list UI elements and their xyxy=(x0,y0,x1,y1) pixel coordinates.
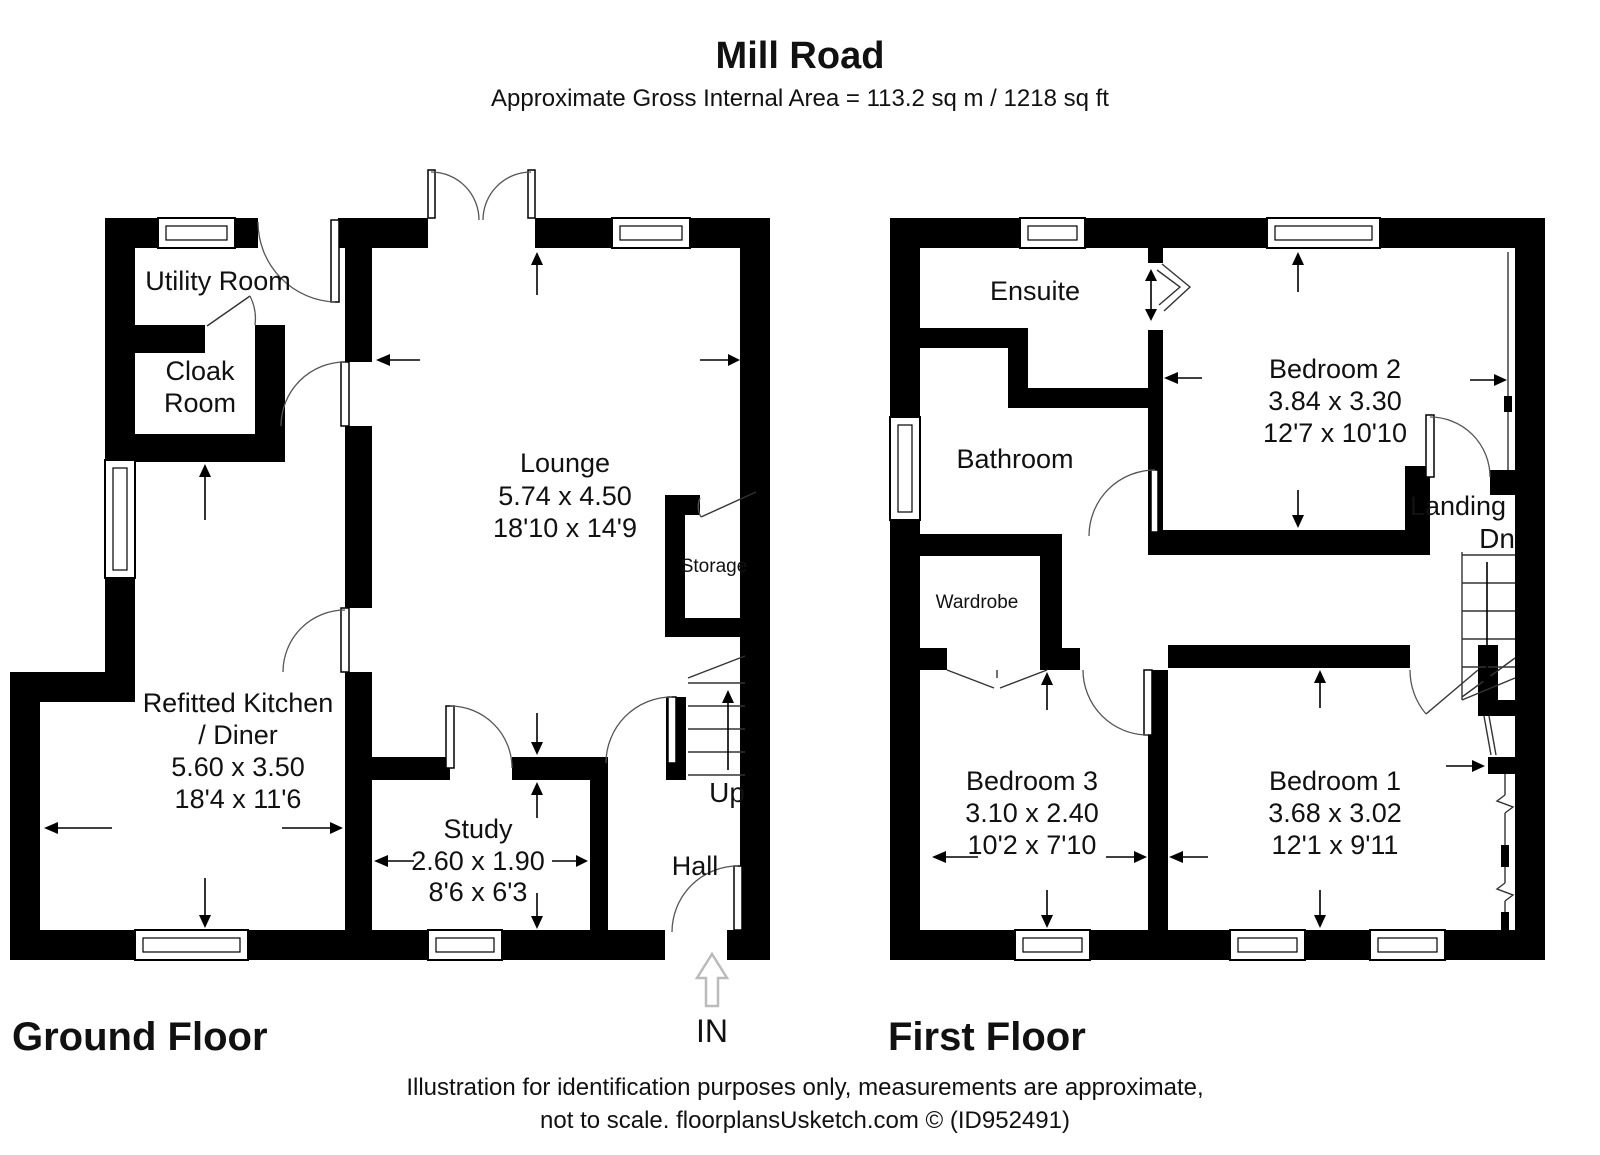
ground-floor-doors xyxy=(206,169,757,933)
door-bedroom3 xyxy=(1082,669,1153,736)
door-storage xyxy=(697,491,757,518)
room-size-bedroom1-metric: 3.68 x 3.02 xyxy=(1268,798,1402,828)
stairs-down xyxy=(1461,552,1516,701)
ground-floor-windows xyxy=(104,217,691,961)
room-size-bedroom1-imperial: 12'1 x 9'11 xyxy=(1272,830,1399,860)
room-label-kitchen-line1: Refitted Kitchen xyxy=(143,688,334,718)
door-study xyxy=(445,705,513,769)
page-title: Mill Road xyxy=(716,35,885,77)
room-label-bedroom2: Bedroom 2 xyxy=(1269,354,1401,384)
room-label-bathroom: Bathroom xyxy=(956,444,1073,474)
window xyxy=(157,217,236,249)
eaves-lines xyxy=(1483,252,1515,930)
first-floor-plan: Ensuite Bathroom Bedroom 2 3.84 x 3.30 1… xyxy=(888,217,1545,1059)
door-wardrobe-double xyxy=(946,669,1048,689)
room-label-ensuite: Ensuite xyxy=(990,276,1080,306)
room-size-kitchen-imperial: 18'4 x 11'6 xyxy=(175,784,302,814)
window xyxy=(1369,929,1446,961)
ground-floor-walls xyxy=(10,218,770,960)
stairs-up xyxy=(687,655,746,776)
room-label-wardrobe: Wardrobe xyxy=(936,592,1019,613)
door-french-double xyxy=(427,169,536,221)
footer-line1: Illustration for identification purposes… xyxy=(406,1074,1203,1101)
room-size-study-imperial: 8'6 x 6'3 xyxy=(429,877,528,907)
door-kitchen xyxy=(282,607,350,673)
room-size-study-metric: 2.60 x 1.90 xyxy=(411,846,545,876)
room-label-lounge: Lounge xyxy=(520,448,610,478)
door-ensuite-bifold xyxy=(1145,263,1192,321)
window xyxy=(1014,929,1091,961)
ground-floor-plan: Utility Room Cloak Room Lounge 5.74 x 4.… xyxy=(10,169,770,1059)
first-floor-windows xyxy=(889,217,1446,961)
first-floor-walls xyxy=(890,218,1545,960)
footer-line2: not to scale. floorplansUsketch.com © (I… xyxy=(540,1107,1070,1134)
window xyxy=(611,217,691,249)
room-label-kitchen-line2: / Diner xyxy=(198,720,278,750)
window xyxy=(1019,217,1086,249)
ground-floor-dimension-arrows xyxy=(44,252,740,929)
room-label-storage: Storage xyxy=(681,556,748,577)
first-floor-doors xyxy=(946,263,1491,736)
door-front-entrance xyxy=(671,865,743,933)
room-label-study: Study xyxy=(443,814,513,844)
page-subtitle: Approximate Gross Internal Area = 113.2 … xyxy=(491,85,1109,112)
room-label-bedroom1: Bedroom 1 xyxy=(1269,766,1401,796)
room-size-kitchen-metric: 5.60 x 3.50 xyxy=(171,752,305,782)
window xyxy=(889,416,921,521)
room-size-bedroom3-metric: 3.10 x 2.40 xyxy=(965,798,1099,828)
first-floor-dimension-arrows xyxy=(932,252,1507,928)
entrance-in-arrow xyxy=(694,951,730,1008)
room-size-bedroom2-metric: 3.84 x 3.30 xyxy=(1268,386,1402,416)
window xyxy=(104,459,136,579)
window xyxy=(427,929,503,961)
door-bedroom2 xyxy=(1425,414,1491,478)
room-label-cloak-line1: Cloak xyxy=(165,356,235,386)
room-label-landing: Landing xyxy=(1410,491,1506,521)
door-bedroom1 xyxy=(1409,669,1479,715)
room-size-bedroom2-imperial: 12'7 x 10'10 xyxy=(1263,418,1407,448)
room-size-lounge-metric: 5.74 x 4.50 xyxy=(498,481,632,511)
door-cloak xyxy=(206,295,257,327)
window xyxy=(1229,929,1306,961)
room-label-bedroom3: Bedroom 3 xyxy=(966,766,1098,796)
door-utility-back xyxy=(257,219,340,303)
first-floor-title: First Floor xyxy=(888,1015,1086,1059)
window xyxy=(1266,217,1381,249)
entrance-in-label: IN xyxy=(696,1013,728,1049)
door-lobby xyxy=(280,361,350,427)
door-bathroom xyxy=(1088,469,1159,537)
stairs-up-label: Up xyxy=(709,777,745,808)
room-label-hall: Hall xyxy=(672,851,719,881)
ground-floor-title: Ground Floor xyxy=(12,1015,268,1059)
room-label-utility: Utility Room xyxy=(145,266,291,296)
window xyxy=(134,929,249,961)
room-size-bedroom3-imperial: 10'2 x 7'10 xyxy=(968,830,1097,860)
room-size-lounge-imperial: 18'10 x 14'9 xyxy=(493,513,637,543)
stairs-down-label: Dn xyxy=(1479,523,1515,554)
room-label-cloak-line2: Room xyxy=(164,388,236,418)
door-hall-lounge xyxy=(605,696,677,764)
